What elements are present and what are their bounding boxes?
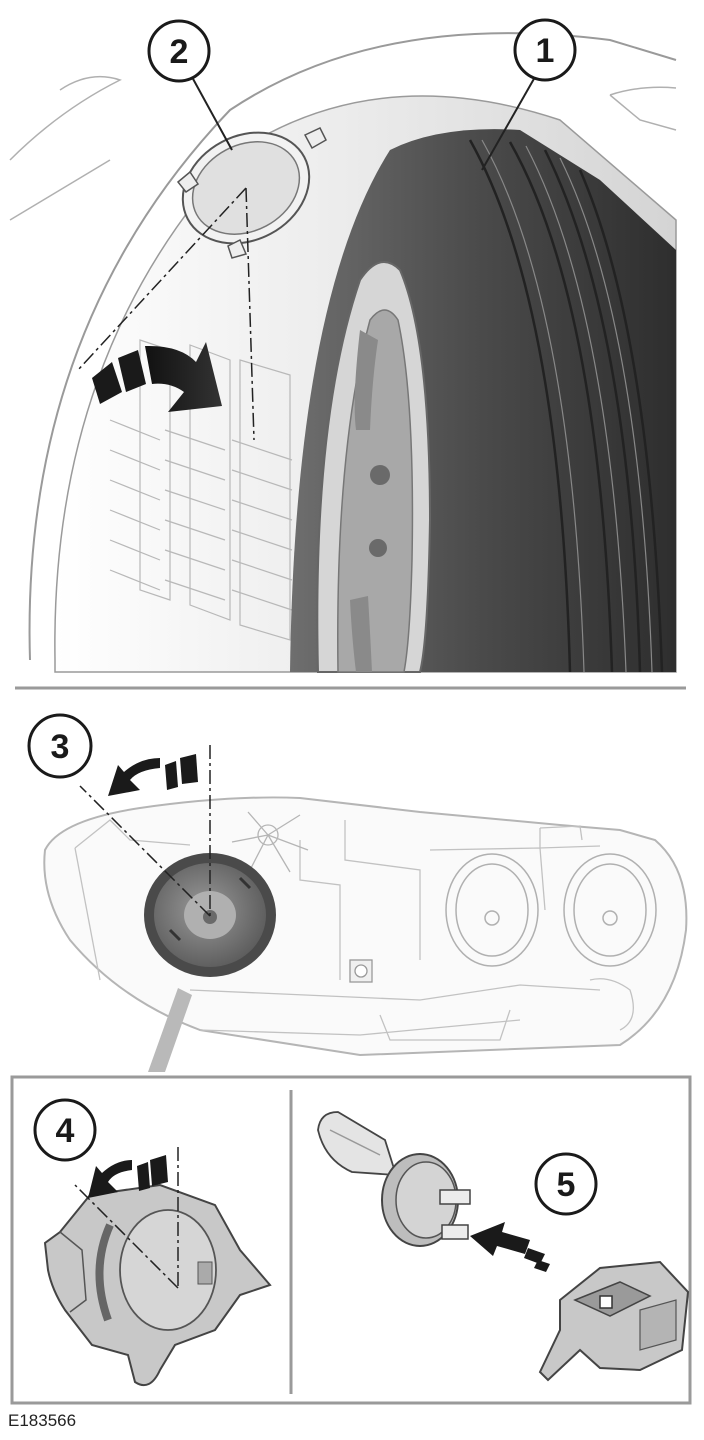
callout-1: 1 [513, 18, 577, 82]
callout-5-label: 5 [557, 1166, 576, 1204]
bulb-connector [538, 1260, 690, 1382]
halogen-bulb [317, 1111, 471, 1247]
callout-5: 5 [534, 1152, 598, 1216]
callout-4: 4 [33, 1098, 97, 1162]
rotate-ccw-arrow-icon [108, 754, 198, 796]
high-beam-bowl [445, 853, 657, 967]
callout-4-label: 4 [56, 1112, 75, 1150]
callout-3: 3 [27, 713, 93, 779]
wheel-arch-view: 2 1 [9, 18, 677, 673]
callout-1-label: 1 [536, 32, 555, 70]
figure-id: E183566 [8, 1411, 77, 1430]
rotate-arrow-icon [92, 342, 222, 412]
detail-frame: 4 5 [10, 1075, 692, 1405]
headlamp-view: 3 [27, 713, 688, 1072]
bulb-holder-detail [43, 1183, 272, 1386]
callout-2-label: 2 [170, 33, 189, 71]
headlamp-ghost-lines [109, 339, 293, 641]
rotate-ccw-arrow-small-icon [88, 1155, 168, 1198]
insert-arrow-icon [470, 1222, 550, 1272]
callout-2: 2 [147, 19, 211, 83]
tire [290, 129, 676, 673]
callout-3-label: 3 [51, 728, 70, 766]
